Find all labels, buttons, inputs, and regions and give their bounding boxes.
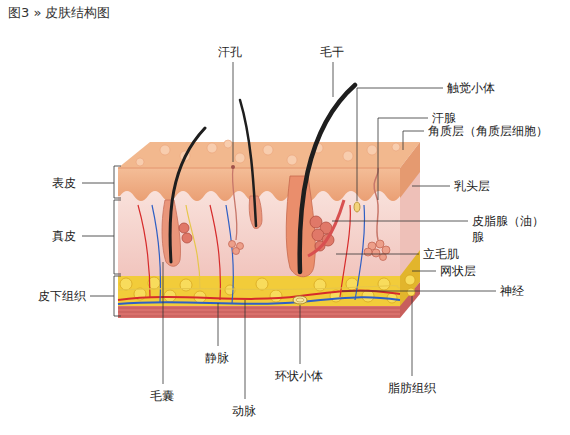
part-label: 网状层 — [440, 263, 476, 279]
fat-cells-part — [256, 278, 268, 290]
fat-cells-part — [405, 275, 415, 285]
epidermis-cells-part — [235, 153, 245, 163]
leader-lines-part — [333, 62, 334, 97]
corpuscles-part — [293, 296, 307, 304]
part-label: 触觉小体 — [447, 80, 495, 96]
hair-shafts-part — [240, 100, 256, 226]
sebaceous-gland-part — [179, 223, 189, 233]
fat-cells-part — [407, 288, 415, 296]
part-label: 静脉 — [205, 350, 229, 366]
leader-lines-part — [403, 131, 424, 150]
sweat-gland-part-part — [376, 240, 384, 248]
sebaceous-gland-part — [182, 233, 192, 243]
leader-lines-part — [245, 300, 246, 399]
part-label: 角质层（角质层细胞） — [428, 123, 548, 139]
epidermis-cells-part — [224, 140, 232, 148]
corpuscles-part — [354, 202, 360, 212]
sweat-gland-part-part — [364, 248, 372, 256]
part-label: 毛干 — [320, 44, 344, 60]
skin-block-part — [400, 142, 420, 198]
hair-shafts-part — [170, 128, 205, 262]
part-label: 毛囊 — [150, 388, 174, 404]
sweat-gland-part-part — [382, 246, 390, 254]
figure-title: 图3 » 皮肤结构图 — [8, 5, 111, 21]
part-label: 真皮 — [52, 228, 76, 244]
epidermis-cells-part — [160, 145, 170, 155]
brackets — [82, 166, 121, 316]
skin-block-part — [118, 167, 400, 169]
fat-cells-part — [270, 290, 282, 302]
corpuscles-part — [296, 298, 304, 302]
leader-lines-part — [233, 62, 234, 162]
part-label: 皮脂腺（油） 腺 — [472, 213, 548, 245]
sweat-gland-part-part — [233, 248, 240, 255]
hair-shafts-part — [300, 85, 355, 272]
epidermis-cells-part — [287, 155, 297, 165]
sweat-gland-part — [231, 165, 235, 169]
part-label: 乳头层 — [454, 178, 490, 194]
leader-lines-part — [218, 303, 219, 346]
leader-lines-part — [412, 296, 413, 376]
epidermis-cells-part — [136, 158, 144, 166]
part-label: 动脉 — [232, 403, 256, 419]
leader-lines-part — [412, 271, 436, 272]
epidermis-cells-part — [367, 145, 377, 155]
epidermis-cells-part — [392, 143, 400, 151]
sweat-gland-part-part — [372, 249, 380, 257]
part-label: 立毛肌 — [423, 246, 459, 262]
skin-block-part — [118, 306, 400, 318]
fat-cells-part — [164, 290, 176, 302]
leader-lines-part — [342, 291, 496, 292]
leader-lines-part — [412, 186, 450, 187]
skin-block-part — [400, 282, 420, 318]
leader-lines-part — [336, 254, 419, 255]
leader-lines-part — [332, 221, 468, 222]
sweat-gland-part — [232, 168, 237, 240]
fat-cells-part — [378, 278, 390, 290]
arrector-pili-muscle — [308, 200, 344, 256]
sweat-gland-part-part — [229, 241, 236, 248]
epidermis-cells-part — [343, 151, 353, 161]
skin-block-part — [118, 308, 400, 316]
epidermis-cells-part — [263, 145, 273, 155]
brackets-part — [82, 200, 121, 274]
leader-lines — [163, 62, 496, 399]
hair-shafts — [170, 85, 355, 272]
skin-block-part — [118, 168, 400, 201]
epidermis-cells — [136, 140, 400, 166]
arrector-pili-muscle-part — [308, 200, 344, 256]
leader-lines-part — [300, 305, 301, 364]
brackets-part — [90, 276, 121, 316]
leader-lines-part — [163, 262, 164, 384]
hair-follicles — [162, 176, 315, 277]
part-label: 皮下组织 — [38, 288, 86, 304]
sweat-gland-part-part — [380, 254, 387, 261]
part-label: 表皮 — [52, 175, 76, 191]
leader-lines-part — [378, 118, 428, 200]
part-label: 汗腺 — [432, 110, 456, 126]
leader-lines-part — [357, 88, 443, 201]
part-label: 脂肪组织 — [388, 380, 436, 396]
part-label: 环状小体 — [275, 368, 323, 384]
fat-cells-part — [120, 278, 132, 290]
epidermis-cells-part — [207, 143, 217, 153]
skin-block-part — [118, 142, 420, 168]
part-label: 汗孔 — [218, 44, 242, 60]
part-label: 神经 — [500, 283, 524, 299]
brackets-part — [82, 166, 121, 198]
